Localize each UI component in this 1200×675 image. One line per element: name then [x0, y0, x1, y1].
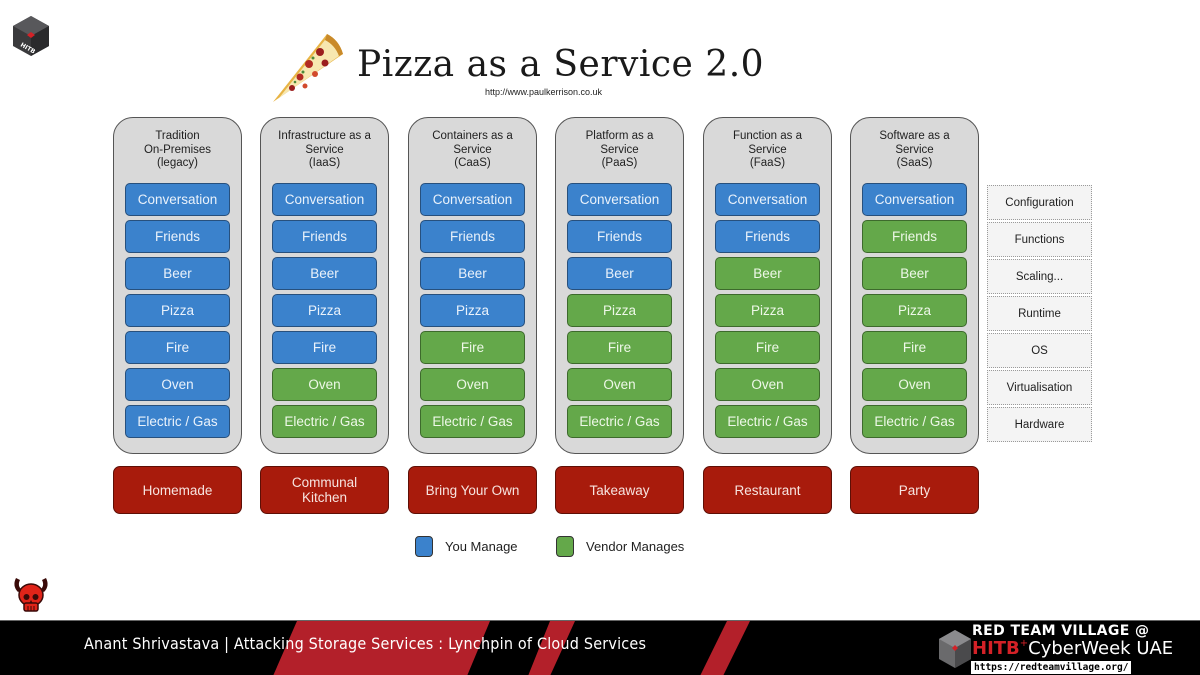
column-caas: Containers as a Service (CaaS) Conversat…: [408, 117, 537, 454]
cell-electric-gas: Electric / Gas: [125, 405, 230, 438]
slide-title: Pizza as a Service 2.0: [357, 44, 765, 85]
cell-friends: Friends: [862, 220, 967, 253]
cell-electric-gas: Electric / Gas: [272, 405, 377, 438]
column-faas: Function as a Service (FaaS) Conversatio…: [703, 117, 832, 454]
legend-you-manage: You Manage: [415, 536, 518, 557]
cell-conversation: Conversation: [567, 183, 672, 216]
cell-pizza: Pizza: [715, 294, 820, 327]
layer-scaling: Scaling...: [987, 259, 1092, 294]
cell-beer: Beer: [125, 257, 230, 290]
layer-virtualisation: Virtualisation: [987, 370, 1092, 405]
cell-conversation: Conversation: [862, 183, 967, 216]
cell-oven: Oven: [125, 368, 230, 401]
legend-label: You Manage: [445, 539, 518, 554]
column-paas: Platform as a Service (PaaS) Conversatio…: [555, 117, 684, 454]
cell-conversation: Conversation: [272, 183, 377, 216]
cell-electric-gas: Electric / Gas: [420, 405, 525, 438]
cell-conversation: Conversation: [715, 183, 820, 216]
layer-configuration: Configuration: [987, 185, 1092, 220]
cell-fire: Fire: [567, 331, 672, 364]
cell-oven: Oven: [420, 368, 525, 401]
talk-title: Anant Shrivastava | Attacking Storage Se…: [84, 634, 647, 653]
cell-fire: Fire: [862, 331, 967, 364]
legend-vendor-manages: Vendor Manages: [556, 536, 684, 557]
column-header: Tradition On-Premises (legacy): [143, 130, 212, 169]
analogy-communal-kitchen: Communal Kitchen: [260, 466, 389, 514]
cell-pizza: Pizza: [272, 294, 377, 327]
cell-beer: Beer: [272, 257, 377, 290]
analogy-bring-your-own: Bring Your Own: [408, 466, 537, 514]
column-iaas: Infrastructure as a Service (IaaS) Conve…: [260, 117, 389, 454]
cell-oven: Oven: [567, 368, 672, 401]
cell-beer: Beer: [567, 257, 672, 290]
layer-runtime: Runtime: [987, 296, 1092, 331]
cell-pizza: Pizza: [567, 294, 672, 327]
layer-functions: Functions: [987, 222, 1092, 257]
cell-electric-gas: Electric / Gas: [715, 405, 820, 438]
footer-red-stripes: [273, 621, 750, 675]
cell-beer: Beer: [715, 257, 820, 290]
column-saas: Software as a Service (SaaS) Conversatio…: [850, 117, 979, 454]
cell-fire: Fire: [420, 331, 525, 364]
cell-fire: Fire: [125, 331, 230, 364]
column-header: Function as a Service (FaaS): [732, 130, 803, 169]
layer-hardware: Hardware: [987, 407, 1092, 442]
cell-electric-gas: Electric / Gas: [567, 405, 672, 438]
cell-pizza: Pizza: [420, 294, 525, 327]
column-header: Platform as a Service (PaaS): [585, 130, 654, 169]
cell-friends: Friends: [567, 220, 672, 253]
pizza-slice-icon: [273, 34, 343, 102]
footer-bar: Anant Shrivastava | Attacking Storage Se…: [0, 620, 1200, 675]
cell-pizza: Pizza: [862, 294, 967, 327]
red-team-skull-logo-icon: [14, 578, 48, 612]
cell-oven: Oven: [862, 368, 967, 401]
event-line1: RED TEAM VILLAGE @: [972, 623, 1150, 639]
analogy-homemade: Homemade: [113, 466, 242, 514]
legend-label: Vendor Manages: [586, 539, 685, 554]
cell-oven: Oven: [715, 368, 820, 401]
cell-pizza: Pizza: [125, 294, 230, 327]
column-header: Software as a Service (SaaS): [879, 130, 950, 169]
cell-fire: Fire: [272, 331, 377, 364]
analogy-party: Party: [850, 466, 979, 514]
layer-os: OS: [987, 333, 1092, 368]
hitb-cube-logo-icon: HITB: [13, 16, 49, 56]
cell-friends: Friends: [420, 220, 525, 253]
legend-swatch-blue: [415, 536, 433, 557]
cell-electric-gas: Electric / Gas: [862, 405, 967, 438]
cell-beer: Beer: [420, 257, 525, 290]
cell-friends: Friends: [715, 220, 820, 253]
cell-oven: Oven: [272, 368, 377, 401]
analogy-takeaway: Takeaway: [555, 466, 684, 514]
column-on-premises: Tradition On-Premises (legacy) Conversat…: [113, 117, 242, 454]
source-url: http://www.paulkerrison.co.uk: [485, 87, 603, 97]
cell-conversation: Conversation: [125, 183, 230, 216]
event-url-link[interactable]: https://redteamvillage.org/: [971, 661, 1132, 674]
column-header: Infrastructure as a Service (IaaS): [278, 130, 371, 169]
analogy-restaurant: Restaurant: [703, 466, 832, 514]
cell-beer: Beer: [862, 257, 967, 290]
hitb-cube-icon: [939, 630, 971, 668]
cell-conversation: Conversation: [420, 183, 525, 216]
event-line2: HITB+CyberWeek UAE: [972, 638, 1174, 659]
slide-title-block: Pizza as a Service 2.0 http://www.paulke…: [265, 30, 765, 105]
legend-swatch-green: [556, 536, 574, 557]
cell-friends: Friends: [125, 220, 230, 253]
cell-friends: Friends: [272, 220, 377, 253]
cell-fire: Fire: [715, 331, 820, 364]
column-header: Containers as a Service (CaaS): [432, 130, 513, 169]
